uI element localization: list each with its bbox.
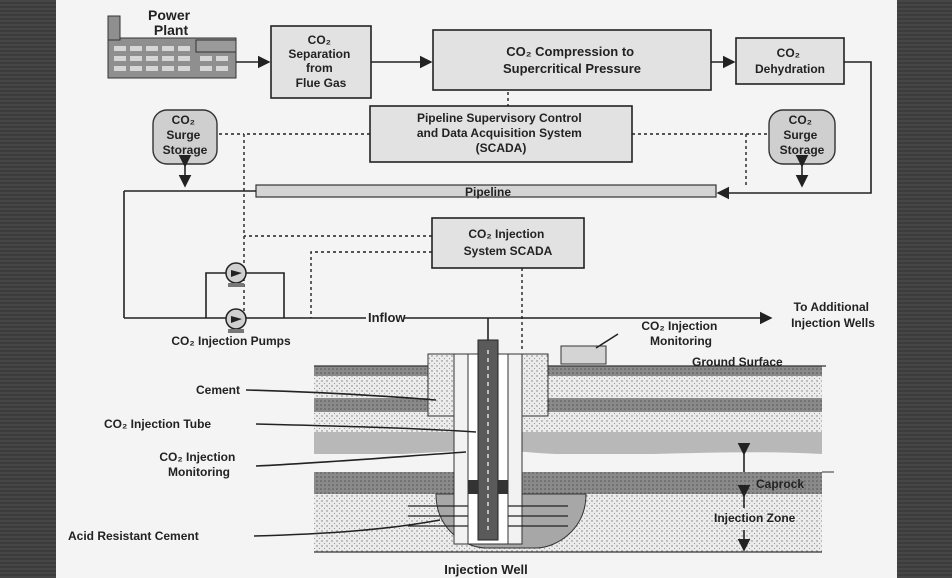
dash-scada-right [632,133,747,186]
cement-leader [245,389,437,401]
injection-well-title: Injection Well [444,562,528,577]
injection-monitoring-well-label: CO₂ Injection Monitoring [159,450,238,479]
monitoring-unit-icon [560,345,607,365]
dash-injscada-pumps [310,251,432,318]
pumps-label: CO₂ Injection Pumps [171,334,291,348]
pipeline-label: Pipeline [465,185,511,199]
power-plant-icon [107,15,237,79]
svg-text:CO₂ Surge Stor: CO₂ Surge Storage [780,113,825,157]
geology-section [314,365,826,553]
dehydration-to-pipeline [716,61,872,200]
pump-bypass-in [205,272,226,318]
acid-cement-leader [253,519,441,537]
additional-wells-label: To Additional Injection Wells [791,300,875,330]
compression-box: CO₂ Compression to Supercritical Pressur… [432,29,712,91]
svg-text:CO₂ Compression to Sup: CO₂ Compression to Supercritical Pressur… [503,44,641,76]
svg-text:Pipeline Supervisory Control: Pipeline Supervisory Control and Data Ac… [417,111,585,155]
surge-storage-right: CO₂ Surge Storage [768,109,836,165]
pump-bypass-out [246,272,285,318]
svg-text:CO₂ Separation: CO₂ Separation from Flue Gas [288,33,353,90]
inflow-label: Inflow [368,310,406,325]
ground-surface-label: Ground Surface [692,355,783,369]
svg-text:CO₂ Surge Stor: CO₂ Surge Storage [163,113,208,157]
well-bore [408,339,568,545]
surge-storage-left: CO₂ Surge Storage [152,109,218,165]
injection-tube-label: CO₂ Injection Tube [104,417,211,431]
monitoring-leader [595,333,619,349]
separation-box: CO₂ Separation from Flue Gas [270,25,372,99]
pump-upper-icon [225,262,247,287]
pump-lower-icon [225,308,247,333]
injection-monitoring-leader [255,451,467,467]
power-plant-label: Power Plant [148,7,194,38]
svg-text:CO₂ Dehydration: CO₂ Dehydration [755,46,825,76]
acid-cement-label: Acid Resistant Cement [68,529,199,543]
caprock-label: Caprock [756,477,804,491]
ccs-process-diagram: Power Plant CO₂ Separation from Flue Gas… [68,7,875,577]
monitoring-top-label: CO₂ Injection Monitoring [641,319,720,348]
svg-text:CO₂ Injection System S: CO₂ Injection System SCADA [464,227,553,258]
scada-box: Pipeline Supervisory Control and Data Ac… [369,105,633,163]
injection-zone-label: Injection Zone [714,511,796,525]
dehydration-box: CO₂ Dehydration [735,37,845,85]
injection-scada-box: CO₂ Injection System SCADA [431,217,585,269]
cement-label: Cement [196,383,240,397]
injection-tube-leader [255,423,477,433]
